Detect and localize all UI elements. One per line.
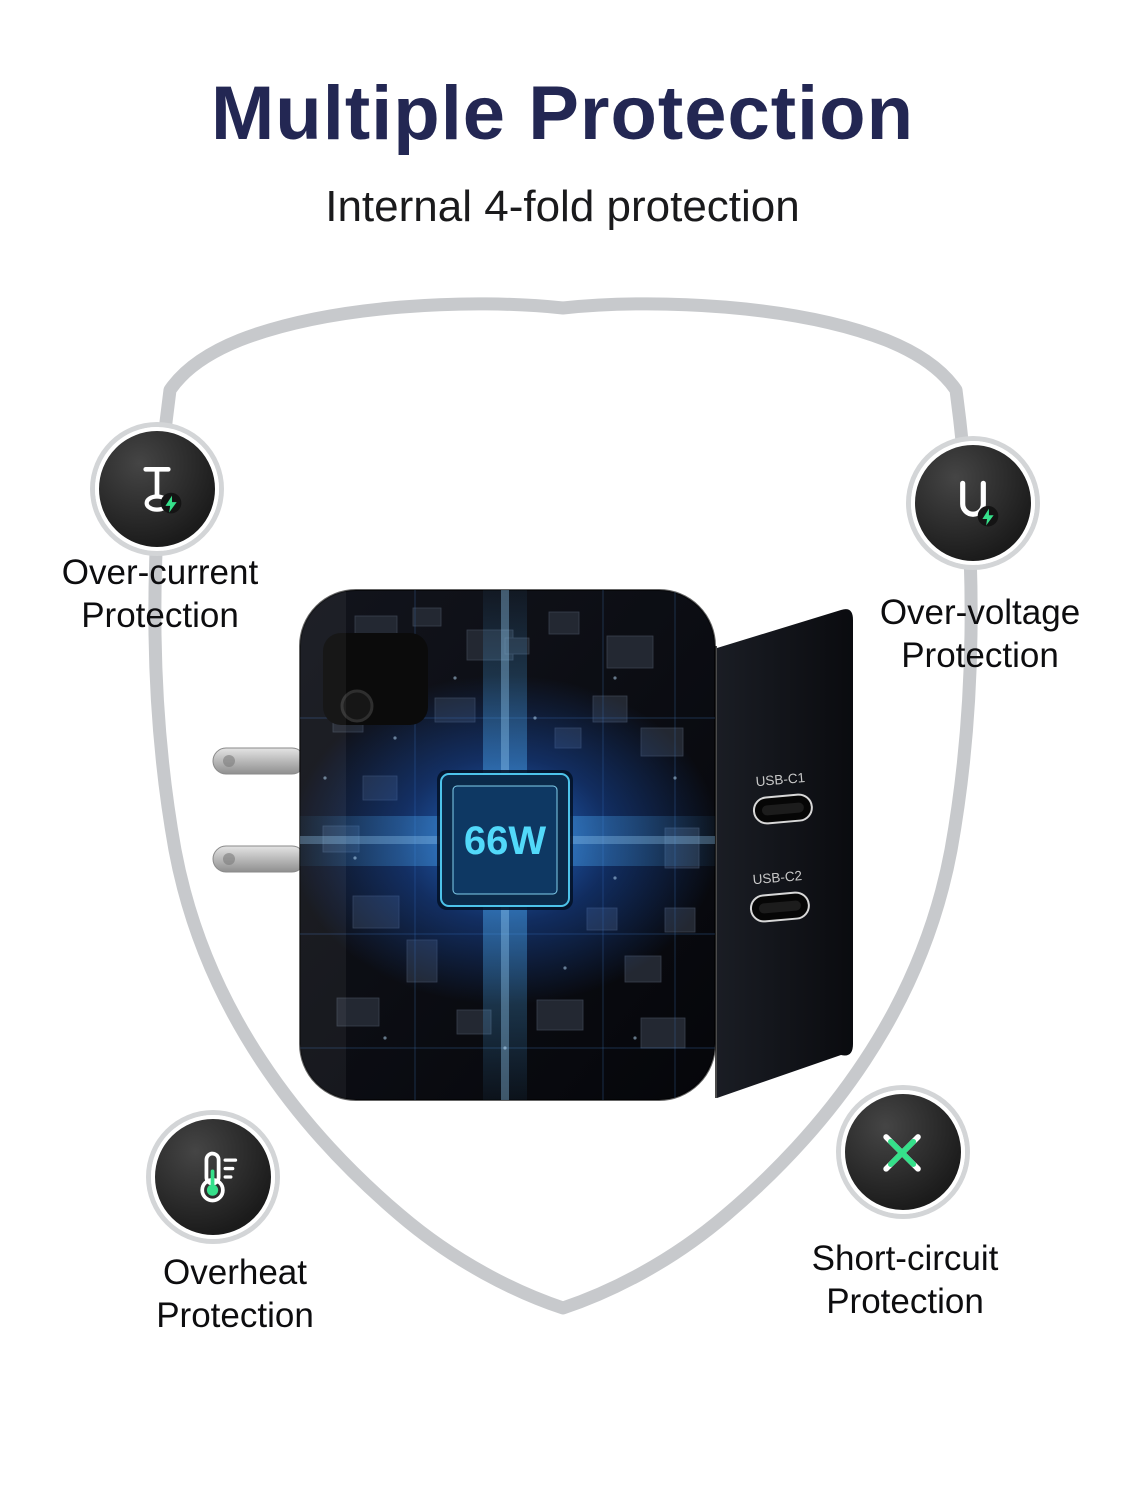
- feature-line: Overheat: [163, 1253, 307, 1292]
- feature-line: Over-voltage: [879, 593, 1081, 632]
- feature-line: Protection: [826, 1281, 984, 1321]
- voltage-u-icon: [960, 480, 999, 527]
- circuit-board: 66W: [300, 590, 715, 1100]
- feature-badge-over-voltage: [911, 441, 1035, 565]
- usb-c2-label: USB-C2: [752, 868, 803, 887]
- cross-icon: [883, 1134, 921, 1172]
- usb-c2-port: USB-C2: [749, 868, 810, 923]
- feature-badge-overheat: [151, 1115, 275, 1239]
- usb-c1-label: USB-C1: [755, 770, 806, 789]
- feature-line: Over-current: [61, 553, 259, 592]
- charger-image: 66W USB-C1 USB-C2: [212, 589, 853, 1101]
- feature-line: Protection: [156, 1295, 314, 1335]
- feature-label-short-circuit: Short-circuit Protection: [720, 1238, 1090, 1323]
- shield-outline: [148, 297, 978, 1315]
- thermometer-icon: [200, 1151, 238, 1203]
- feature-line: Protection: [81, 595, 239, 635]
- feature-label-overheat: Overheat Protection: [75, 1252, 395, 1337]
- page-title: Multiple Protection: [211, 71, 914, 156]
- feature-label-over-voltage: Over-voltage Protection: [828, 592, 1125, 677]
- charger-side-face: [717, 609, 853, 1098]
- wattage-label: 66W: [464, 819, 546, 863]
- usb-c1-port: USB-C1: [752, 770, 813, 825]
- charger-chip: 66W: [437, 770, 573, 910]
- feature-line: Short-circuit: [811, 1239, 999, 1278]
- feature-badge-over-current: [95, 427, 219, 551]
- current-pin-icon: [143, 466, 182, 514]
- feature-line: Protection: [901, 635, 1059, 675]
- plug-prongs: [212, 747, 306, 873]
- feature-badge-short-circuit: [841, 1090, 965, 1214]
- feature-label-over-current: Over-current Protection: [10, 552, 310, 637]
- folded-plug-housing: [323, 633, 428, 725]
- page-subtitle: Internal 4-fold protection: [325, 182, 800, 231]
